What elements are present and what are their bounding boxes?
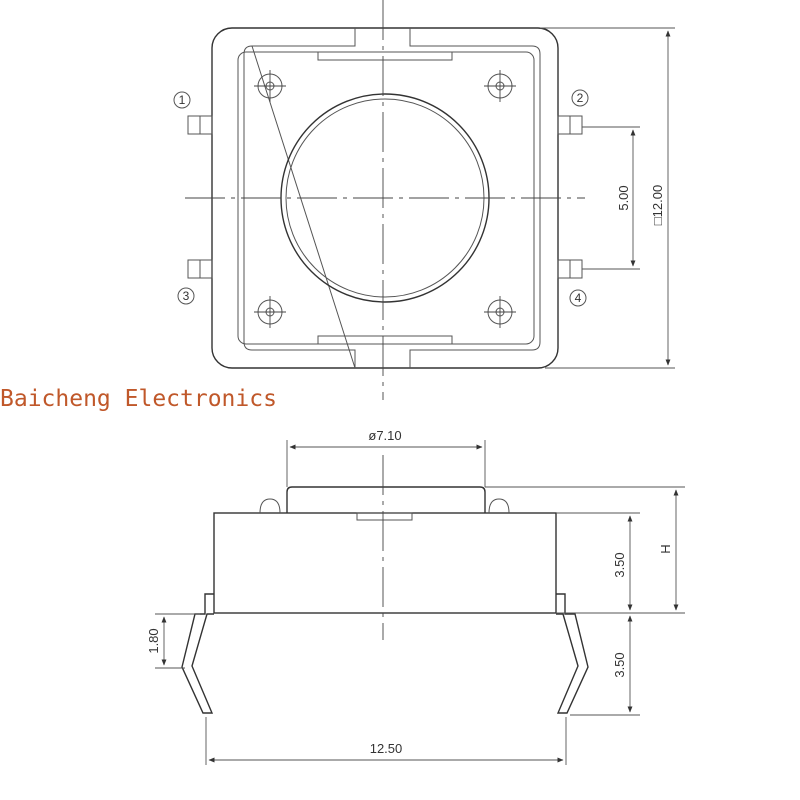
- dimension-body-height: 3.50: [556, 512, 685, 614]
- svg-text:ø7.10: ø7.10: [368, 428, 401, 443]
- svg-text:1.80: 1.80: [146, 628, 161, 653]
- dimension-lead-length: 3.50: [570, 615, 640, 716]
- dimension-total-height: H: [485, 486, 685, 611]
- dimension-pin-pitch: 5.00: [582, 126, 640, 270]
- mounting-hole: [254, 296, 286, 328]
- dimension-cap-diameter: ø7.10: [286, 428, 486, 487]
- svg-text:2: 2: [577, 91, 584, 105]
- svg-text:1: 1: [179, 93, 186, 107]
- mounting-hole: [254, 70, 286, 102]
- svg-text:□12.00: □12.00: [650, 185, 665, 225]
- svg-text:H: H: [658, 544, 673, 553]
- dimension-lead-bend: 1.80: [146, 613, 200, 669]
- lead-left: [181, 593, 214, 714]
- svg-text:12.50: 12.50: [370, 741, 403, 756]
- svg-text:4: 4: [575, 291, 582, 305]
- svg-text:3: 3: [183, 289, 190, 303]
- pin-label-2: 2: [571, 89, 589, 107]
- svg-text:3.50: 3.50: [612, 552, 627, 577]
- mounting-hole: [484, 296, 516, 328]
- lead-right: [556, 593, 589, 714]
- side-view: ø7.10 3.50 H 3.50 1.80: [146, 428, 685, 765]
- dimension-body-size: □12.00: [540, 27, 675, 369]
- pin-label-3: 3: [177, 287, 195, 305]
- mounting-hole: [484, 70, 516, 102]
- side-cap: [286, 486, 486, 513]
- dimension-lead-span: 12.50: [205, 717, 567, 765]
- pin-label-4: 4: [569, 289, 587, 307]
- top-view: 1 2 3 4 5.00 □12.00: [173, 0, 675, 400]
- svg-text:3.50: 3.50: [612, 652, 627, 677]
- svg-text:5.00: 5.00: [616, 185, 631, 210]
- pin-label-1: 1: [173, 91, 191, 109]
- side-body: [213, 512, 557, 614]
- lead-pads: [187, 115, 583, 279]
- watermark-text: Baicheng Electronics: [0, 386, 277, 412]
